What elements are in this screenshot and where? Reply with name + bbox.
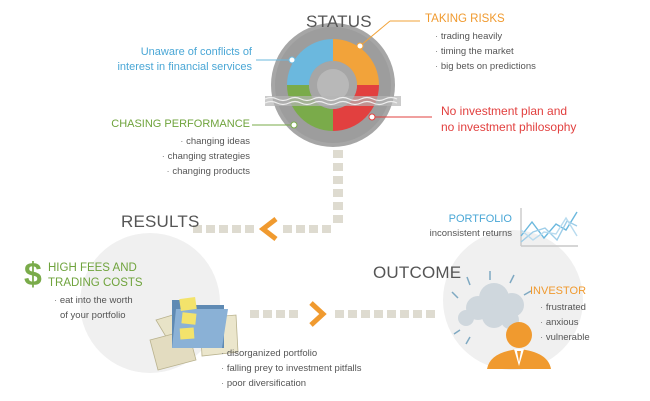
list-item: falling prey to investment pitfalls (221, 361, 362, 376)
status-title: STATUS (306, 12, 372, 31)
results-list: disorganized portfolio falling prey to i… (221, 346, 362, 391)
outcome-title: OUTCOME (373, 263, 462, 282)
fees-line1: HIGH FEES AND (48, 262, 137, 274)
investor-heading: INVESTOR (530, 285, 587, 297)
chevron-left-icon (258, 217, 278, 241)
chevron-right-icon (309, 301, 327, 327)
flow-path (193, 150, 435, 318)
list-item: timing the market (435, 44, 536, 59)
unaware-line2: interest in financial services (117, 61, 252, 73)
folder-icon (149, 296, 239, 371)
fees-block: HIGH FEES AND TRADING COSTS eat into the… (48, 261, 143, 323)
fees-line2: TRADING COSTS (48, 277, 143, 289)
investor-block: INVESTOR frustrated anxious vulnerable (530, 285, 590, 345)
storm-cloud-icon (451, 271, 532, 345)
list-item: anxious (540, 315, 590, 330)
fees-sub1: eat into the worth (54, 293, 143, 308)
chasing-block: CHASING PERFORMANCE changing ideas chang… (104, 118, 250, 179)
list-item: big bets on predictions (435, 59, 536, 74)
list-item: vulnerable (540, 330, 590, 345)
results-title: RESULTS (121, 212, 200, 231)
portfolio-sub: inconsistent returns (429, 228, 512, 239)
unaware-label: Unaware of conflicts of interest in fina… (96, 45, 252, 75)
fees-sub2: of your portfolio (60, 310, 126, 321)
list-item: frustrated (540, 300, 590, 315)
leader-lines (252, 20, 432, 129)
no-plan-line1: No investment plan and (441, 104, 568, 118)
dollar-icon: $ (24, 256, 42, 292)
list-item: changing ideas (104, 134, 250, 149)
person-icon (487, 322, 551, 369)
no-plan-line2: no investment philosophy (441, 120, 577, 134)
list-item: changing strategies (104, 149, 250, 164)
chasing-heading: CHASING PERFORMANCE (111, 118, 250, 130)
portfolio-heading: PORTFOLIO (448, 213, 512, 225)
unaware-line1: Unaware of conflicts of (140, 46, 252, 58)
line-chart-icon (520, 208, 578, 247)
list-item: disorganized portfolio (221, 346, 361, 361)
list-item: changing products (104, 164, 250, 179)
no-plan-label: No investment plan and no investment phi… (441, 103, 576, 135)
taking-risks-heading: TAKING RISKS (425, 13, 505, 25)
portfolio-block: PORTFOLIO inconsistent returns (420, 213, 512, 239)
ring-donut-icon (264, 23, 401, 147)
list-item: trading heavily (435, 29, 536, 44)
list-item: poor diversification (221, 376, 361, 391)
taking-risks-block: TAKING RISKS trading heavily timing the … (425, 13, 536, 74)
